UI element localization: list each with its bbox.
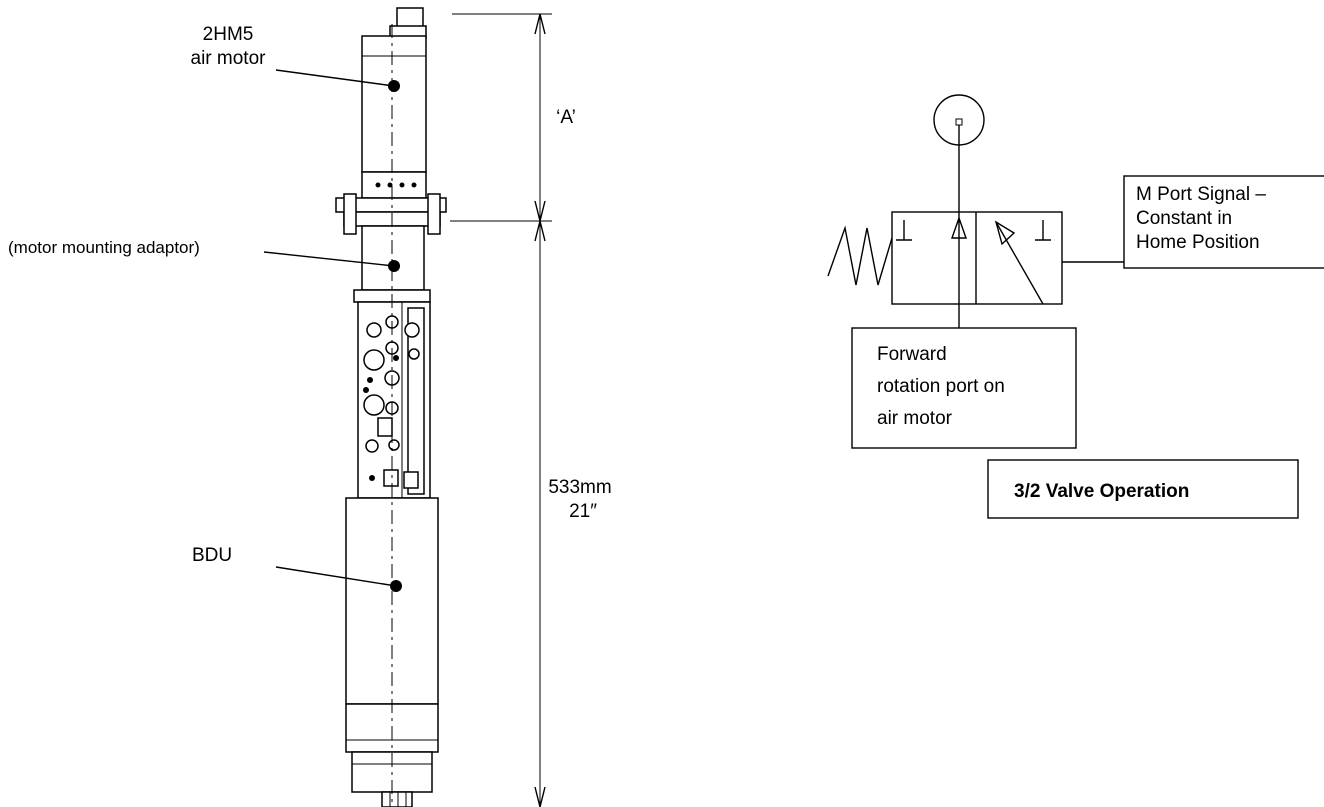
dim-a-label: ‘A’ (556, 107, 576, 128)
valve-spring (827, 225, 893, 286)
m-port-signal-box (1123, 175, 1324, 269)
flange-bolt-left (343, 193, 357, 235)
m-port-line3: Home Position (1136, 232, 1260, 253)
forward-line2: rotation port on (877, 376, 1005, 397)
valve-body (891, 211, 1063, 305)
motor-leader-line (275, 69, 395, 87)
valve-right-flow-arrowhead (994, 220, 1016, 246)
valve-schematic (827, 94, 1124, 328)
adaptor-label: (motor mounting adaptor) (8, 238, 200, 257)
forward-line1: Forward (877, 344, 947, 365)
dim-overall-in: 21″ (569, 501, 597, 522)
motor-label-line1: 2HM5 (203, 24, 254, 45)
valve-callouts: M Port Signal – Constant in Home Positio… (851, 175, 1324, 519)
valve-title-box (987, 459, 1299, 519)
tool-assembly (335, 7, 447, 807)
assembly-callouts: 2HM5 air motor (motor mounting adaptor) … (8, 24, 397, 587)
dim-overall-mm: 533mm (548, 477, 611, 498)
valve-right-flow-line (995, 221, 1044, 305)
valve-title: 3/2 Valve Operation (1014, 481, 1189, 502)
air-motor-body (361, 35, 427, 173)
motor-mounting-adaptor (361, 225, 425, 291)
bdu-leader-line (275, 566, 397, 587)
dim-a-arrows (534, 13, 546, 222)
dim-overall-arrows (534, 220, 546, 807)
m-port-line2: Constant in (1136, 208, 1232, 229)
dimensions: ‘A’ 533mm 21″ (450, 13, 612, 807)
valve-left-flow-arrow (951, 212, 967, 304)
bdu-label: BDU (192, 545, 232, 566)
adaptor-leader-line (263, 251, 395, 267)
forward-line3: air motor (877, 408, 953, 429)
forward-port-box (851, 327, 1077, 449)
valve-left-blocked-port (896, 220, 912, 241)
valve-right-blocked-port (1035, 220, 1051, 241)
motor-top-connector (396, 7, 424, 29)
bdu-output-spline (381, 791, 413, 807)
flange-bolt-right (427, 193, 441, 235)
motor-label-line2: air motor (191, 48, 267, 69)
air-motor-symbol-centre (955, 118, 963, 126)
m-port-line1: M Port Signal – (1136, 184, 1266, 205)
